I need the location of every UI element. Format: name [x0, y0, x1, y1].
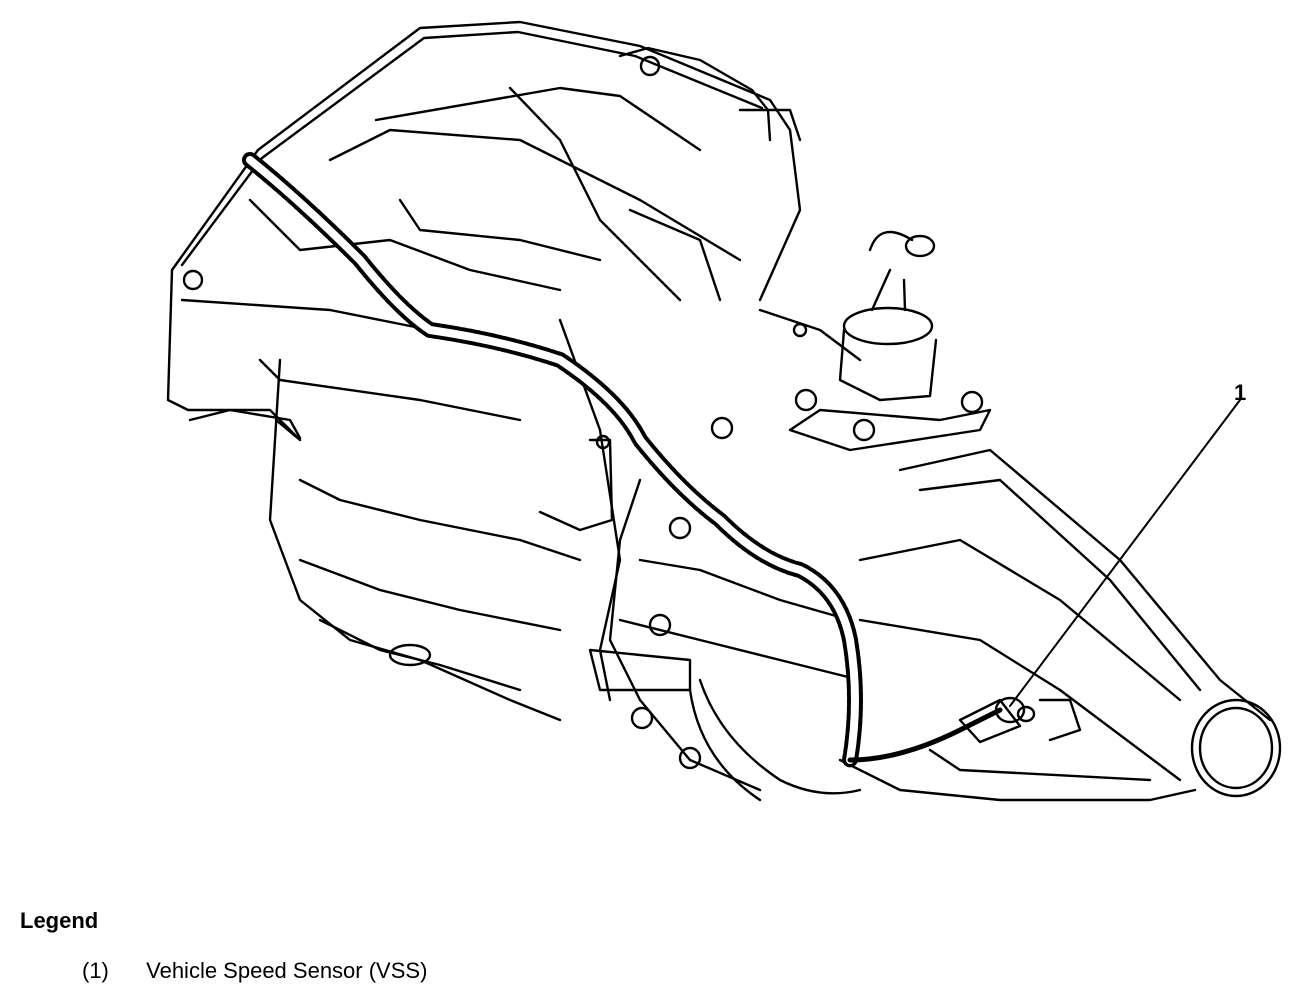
bell-housing [166, 20, 802, 442]
legend-item: (1) Vehicle Speed Sensor (VSS) [82, 958, 427, 984]
transmission-case [268, 308, 862, 722]
transmission-diagram [166, 20, 1282, 802]
callout-1-label: 1 [1234, 380, 1247, 405]
legend-item-label: Vehicle Speed Sensor (VSS) [146, 958, 428, 983]
shifter-tower [788, 230, 992, 452]
vehicle-speed-sensor [958, 399, 1241, 744]
extension-housing [838, 448, 1282, 802]
legend-title: Legend [20, 908, 99, 933]
side-cover [588, 322, 862, 792]
legend-item-number: (1) [82, 958, 109, 983]
wiring-harness [242, 152, 1003, 802]
